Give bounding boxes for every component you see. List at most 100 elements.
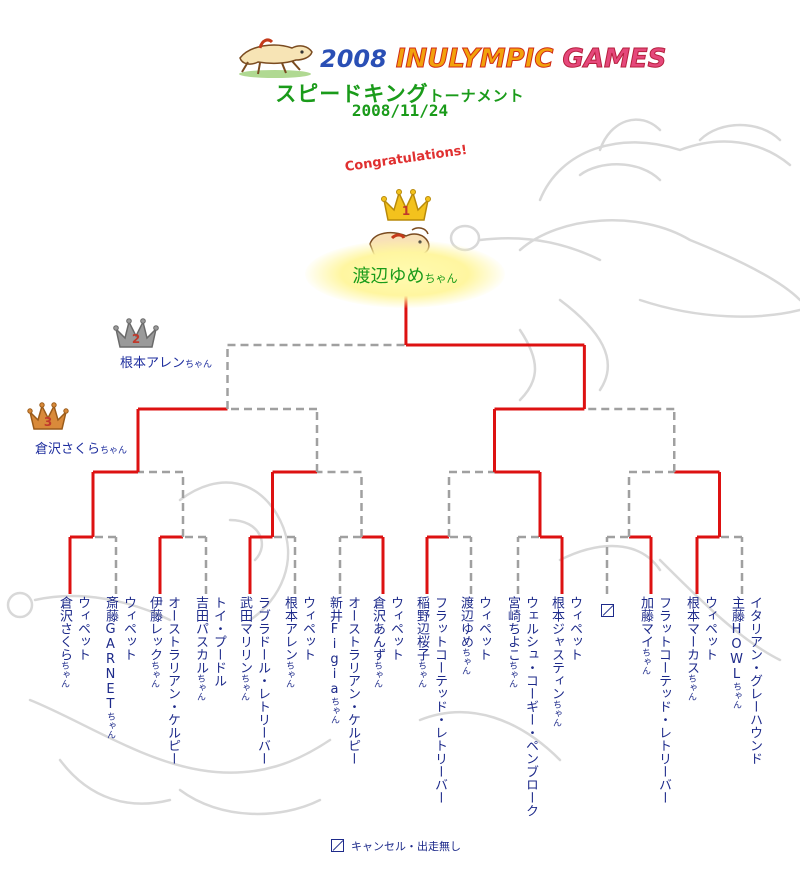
entrant-name: 主藤HOWLちゃん bbox=[724, 596, 744, 709]
entrant-name: 稲野辺桜子ちゃん bbox=[409, 596, 429, 688]
rank-number: 1 bbox=[401, 204, 411, 218]
entrant-name: 斎藤GARNETちゃん bbox=[98, 596, 118, 739]
entrant-name-text: 吉田パスカル bbox=[193, 596, 208, 674]
entrant-item: ウィペット倉沢あんずちゃん bbox=[365, 596, 403, 816]
entrant-breed: ウェルシュ・コーギー・ペンブローク bbox=[523, 596, 538, 817]
gold-crown-icon: 1 bbox=[381, 188, 431, 224]
entrant-item: ウィペット根本マーカスちゃん bbox=[679, 596, 717, 816]
entrant-item: ラブラドール・レトリーバー武田マリリンちゃん bbox=[232, 596, 270, 816]
entrant-item: オーストラリアン・ケルピー新井Figiaちゃん bbox=[322, 596, 360, 816]
third-place-name: 倉沢さくらちゃん bbox=[35, 438, 127, 457]
entrant-name: 根本ジャスティンちゃん bbox=[544, 596, 564, 727]
entrant-suffix: ちゃん bbox=[105, 712, 115, 739]
entrant-breed: トイ・プードル bbox=[211, 596, 226, 687]
logo-word: INULYMPIC bbox=[395, 44, 554, 75]
entrant-name-text: 新井Figia bbox=[327, 596, 342, 697]
entrant-name-text: 加藤マイ bbox=[638, 596, 653, 648]
entrant-name-text: 倉沢あんず bbox=[370, 596, 385, 661]
entrant-name: 伊藤レックちゃん bbox=[142, 596, 162, 688]
entrant-name: 根本マーカスちゃん bbox=[679, 596, 699, 701]
entrant-name: 武田マリリンちゃん bbox=[232, 596, 252, 701]
cancel-mark-icon bbox=[331, 839, 344, 852]
entrant-name: 宮崎ちよこちゃん bbox=[500, 596, 520, 688]
champion-suffix: ちゃん bbox=[424, 272, 458, 285]
rank-number: 3 bbox=[43, 415, 53, 429]
entrant-breed: ウィペット bbox=[476, 596, 491, 661]
entrant-name-text: 根本ジャスティン bbox=[549, 596, 564, 700]
entrant-item: ウィペット根本ジャスティンちゃん bbox=[544, 596, 582, 816]
second-name-text: 根本アレン bbox=[120, 356, 186, 371]
entrant-breed: ウィペット bbox=[121, 596, 136, 661]
entrant-name: 倉沢さくらちゃん bbox=[52, 596, 72, 688]
champion-highlight bbox=[305, 240, 505, 308]
entrant-suffix: ちゃん bbox=[195, 674, 205, 701]
entrant-name-text: 渡辺ゆめ bbox=[458, 596, 473, 648]
logo-year: 2008 bbox=[320, 45, 387, 73]
entrant-item: フラットコーテッド・レトリーバー加藤マイちゃん bbox=[633, 596, 671, 816]
entrant-name-text: 伊藤レック bbox=[147, 596, 162, 661]
entrant-name: 倉沢あんずちゃん bbox=[365, 596, 385, 688]
entrant-breed: フラットコーテッド・レトリーバー bbox=[656, 596, 671, 804]
legend-text: キャンセル・出走無し bbox=[351, 840, 461, 853]
entrant-suffix: ちゃん bbox=[551, 700, 561, 727]
entrant-suffix: ちゃん bbox=[239, 674, 249, 701]
entrant-name-text: 武田マリリン bbox=[237, 596, 252, 674]
entrant-name-text: 稲野辺桜子 bbox=[414, 596, 429, 661]
entrant-suffix: ちゃん bbox=[284, 661, 294, 688]
entrant-item: ウィペット倉沢さくらちゃん bbox=[52, 596, 90, 816]
second-place-name: 根本アレンちゃん bbox=[120, 352, 212, 371]
dog-logo-icon bbox=[239, 38, 313, 78]
entrant-suffix: ちゃん bbox=[149, 661, 159, 688]
entrant-suffix: ちゃん bbox=[416, 661, 426, 688]
entrant-breed: オーストラリアン・ケルピー bbox=[345, 596, 360, 765]
entrant-breed: ラブラドール・レトリーバー bbox=[255, 596, 270, 765]
cancelled-entry-mark bbox=[601, 604, 614, 617]
entrant-breed: ウィペット bbox=[75, 596, 90, 661]
logo-wordmark: 2008 INULYMPIC GAMES bbox=[320, 44, 667, 75]
entrant-item: イタリアン・グレーハウンド主藤HOWLちゃん bbox=[724, 596, 762, 816]
entrant-breed: ウィペット bbox=[702, 596, 717, 661]
champion-name-text: 渡辺ゆめ bbox=[352, 266, 425, 287]
entrant-item: ウィペット斎藤GARNETちゃん bbox=[98, 596, 136, 816]
title-main: スピードキング bbox=[275, 82, 429, 106]
silver-crown-icon: 2 bbox=[113, 318, 159, 350]
entrant-suffix: ちゃん bbox=[640, 648, 650, 675]
entrant-item: オーストラリアン・ケルピー伊藤レックちゃん bbox=[142, 596, 180, 816]
entrant-suffix: ちゃん bbox=[460, 648, 470, 675]
entrant-name: 吉田パスカルちゃん bbox=[188, 596, 208, 701]
event-date: 2008/11/24 bbox=[351, 101, 449, 120]
entrant-suffix: ちゃん bbox=[731, 682, 741, 709]
entrant-item: ウィペット根本アレンちゃん bbox=[277, 596, 315, 816]
entrant-suffix: ちゃん bbox=[329, 697, 339, 724]
entrant-breed: オーストラリアン・ケルピー bbox=[165, 596, 180, 765]
event-logo: 2008 INULYMPIC GAMES bbox=[230, 30, 667, 82]
entrant-item: フラットコーテッド・レトリーバー稲野辺桜子ちゃん bbox=[409, 596, 447, 816]
entrant-breed: ウィペット bbox=[388, 596, 403, 661]
entrant-breed: ウィペット bbox=[300, 596, 315, 661]
entrant-breed: フラットコーテッド・レトリーバー bbox=[432, 596, 447, 804]
bronze-crown-icon: 3 bbox=[27, 402, 69, 432]
logo-games: GAMES bbox=[562, 44, 667, 75]
entrant-name-text: 宮崎ちよこ bbox=[505, 596, 520, 661]
third-name-text: 倉沢さくら bbox=[35, 442, 101, 457]
champion-name: 渡辺ゆめちゃん bbox=[305, 262, 505, 288]
entrant-name: 渡辺ゆめちゃん bbox=[453, 596, 473, 675]
entrant-suffix: ちゃん bbox=[372, 661, 382, 688]
entrant-name-text: 倉沢さくら bbox=[57, 596, 72, 661]
second-suffix: ちゃん bbox=[185, 360, 213, 370]
entrant-suffix: ちゃん bbox=[507, 661, 517, 688]
entrant-name: 根本アレンちゃん bbox=[277, 596, 297, 688]
entrant-item: ウェルシュ・コーギー・ペンブローク宮崎ちよこちゃん bbox=[500, 596, 538, 817]
title-sub: トーナメント bbox=[428, 87, 525, 105]
entrant-name: 新井Figiaちゃん bbox=[322, 596, 342, 724]
entrant-breed: イタリアン・グレーハウンド bbox=[747, 596, 762, 765]
page-title: スピードキングトーナメント bbox=[0, 78, 800, 108]
entrant-name-text: 主藤HOWL bbox=[729, 596, 744, 682]
entrant-name-text: 斎藤GARNET bbox=[103, 596, 118, 712]
entrant-suffix: ちゃん bbox=[686, 674, 696, 701]
entrant-suffix: ちゃん bbox=[59, 661, 69, 688]
entrant-name-text: 根本マーカス bbox=[684, 596, 699, 674]
third-suffix: ちゃん bbox=[100, 446, 128, 456]
